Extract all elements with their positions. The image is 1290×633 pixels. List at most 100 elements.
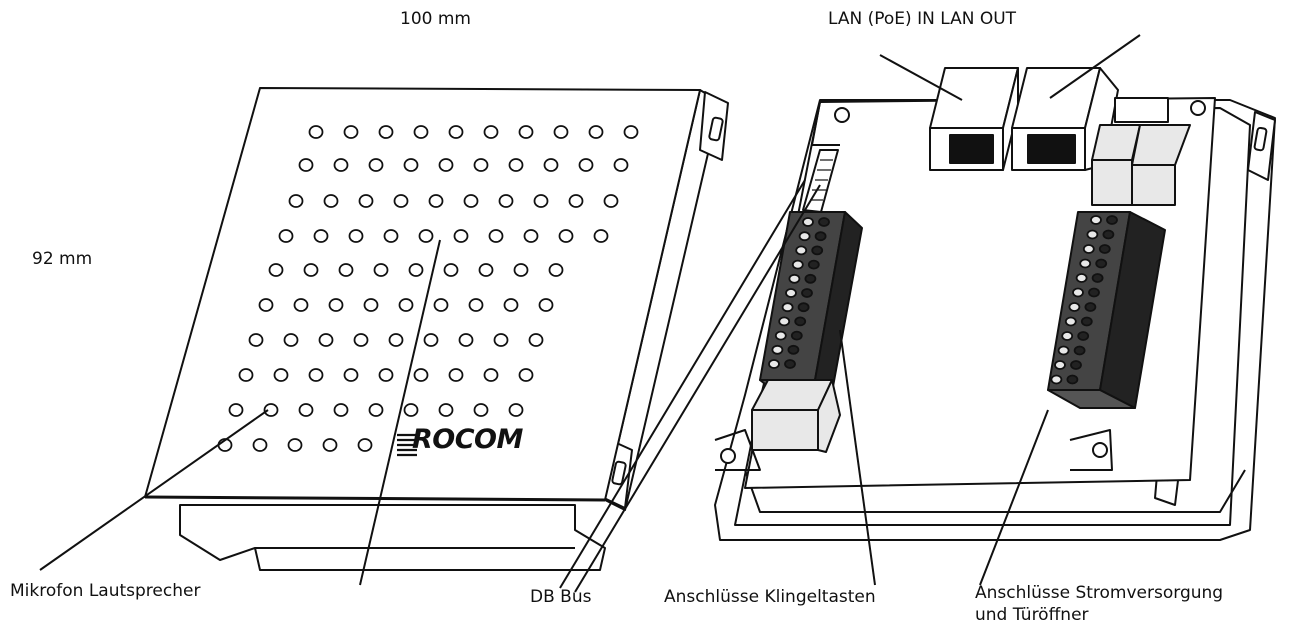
speaker-hole — [493, 333, 509, 347]
leader-lan-in — [879, 54, 963, 101]
speaker-hole — [228, 403, 244, 417]
speaker-hole — [438, 158, 454, 172]
speaker-hole — [308, 368, 324, 382]
terminal-screw — [790, 330, 803, 341]
speaker-hole — [548, 263, 564, 277]
speaker-hole — [603, 194, 619, 208]
speaker-hole — [373, 263, 389, 277]
speaker-hole — [378, 368, 394, 382]
speaker-hole — [478, 263, 494, 277]
speaker-hole — [252, 438, 268, 452]
rocom-logo-mark — [395, 430, 419, 464]
terminal-screw — [784, 359, 796, 369]
terminal-pin — [1082, 244, 1095, 254]
speaker-hole — [543, 158, 559, 172]
top-right-connectors — [1091, 97, 1191, 206]
terminal-pin — [781, 302, 794, 313]
speaker-hole — [473, 403, 489, 417]
speaker-hole — [322, 438, 338, 452]
rear-unit — [714, 67, 1276, 541]
speaker-hole — [363, 298, 379, 312]
speaker-hole — [413, 125, 429, 139]
terminal-screw — [1095, 258, 1108, 269]
speaker-hole — [248, 333, 264, 347]
terminal-pin — [1061, 331, 1074, 341]
terminal-pin — [771, 344, 784, 355]
speaker-hole — [508, 158, 524, 172]
lan-in-jack — [929, 67, 1019, 171]
speaker-hole — [553, 125, 569, 139]
terminal-screw — [794, 316, 807, 327]
speaker-hole — [433, 298, 449, 312]
speaker-hole — [498, 194, 514, 208]
terminal-screw — [1073, 345, 1086, 356]
power-label-line1: Anschlüsse Stromversorgung — [975, 583, 1224, 603]
speaker-hole — [613, 158, 629, 172]
speaker-hole — [343, 125, 359, 139]
terminal-pin — [1054, 360, 1066, 370]
speaker-hole — [538, 298, 554, 312]
speaker-hole — [313, 229, 329, 243]
db-bus-label: DB Bus — [530, 587, 592, 607]
width-dimension-label: 100 mm — [400, 9, 471, 29]
mount-hole — [720, 448, 736, 464]
speaker-hole — [298, 403, 314, 417]
rear-base-lip — [744, 469, 1246, 513]
speaker-hole — [468, 298, 484, 312]
speaker-hole — [378, 125, 394, 139]
terminal-pin — [785, 288, 797, 298]
speaker-hole — [483, 368, 499, 382]
speaker-hole — [423, 333, 439, 347]
terminal-screw — [804, 273, 817, 284]
speaker-hole — [287, 438, 303, 452]
terminal-screw — [1106, 215, 1118, 225]
speaker-hole — [483, 125, 499, 139]
speaker-hole — [383, 229, 399, 243]
speaker-hole — [258, 298, 274, 312]
speaker-hole — [488, 229, 504, 243]
speaker-hole — [518, 368, 534, 382]
speaker-hole — [358, 194, 374, 208]
speaker-hole — [533, 194, 549, 208]
speaker-hole — [463, 194, 479, 208]
speaker-hole — [333, 158, 349, 172]
terminal-screw — [1077, 331, 1090, 341]
terminal-screw — [811, 245, 824, 256]
front-tab-top-slot — [708, 116, 724, 142]
leader-db-bus-2 — [559, 179, 806, 589]
terminal-pin — [791, 259, 804, 270]
speaker-hole — [338, 263, 354, 277]
leader-speaker — [359, 239, 441, 586]
rocom-logo-text: ROCOM — [412, 424, 523, 455]
speaker-hole — [413, 368, 429, 382]
terminal-screw — [818, 217, 830, 227]
speaker-holes — [217, 125, 639, 452]
speaker-hole — [448, 368, 464, 382]
terminal-screw — [797, 302, 810, 313]
leader-lan-out — [1049, 34, 1141, 99]
leader-bell — [839, 329, 876, 586]
speaker-hole — [473, 158, 489, 172]
front-cover — [144, 87, 729, 571]
terminal-screw — [801, 288, 813, 298]
terminal-screw — [1066, 374, 1079, 385]
speaker-hole — [357, 438, 373, 452]
speaker-hole — [368, 158, 384, 172]
speaker-hole — [623, 125, 639, 139]
power-label-line2: und Türöffner — [975, 605, 1089, 625]
power-terminal-block — [1047, 211, 1166, 409]
power-terminal-pins — [1050, 215, 1118, 385]
speaker-hole — [388, 333, 404, 347]
terminal-pin — [1072, 287, 1084, 298]
terminal-screw — [1091, 273, 1104, 283]
terminal-pin — [798, 231, 811, 242]
terminal-screw — [814, 231, 827, 242]
speaker-hole — [283, 333, 299, 347]
speaker-hole — [558, 229, 574, 243]
mount-corner — [811, 101, 840, 146]
terminal-pin — [788, 273, 801, 284]
speaker-hole — [343, 368, 359, 382]
speaker-hole — [263, 403, 279, 417]
